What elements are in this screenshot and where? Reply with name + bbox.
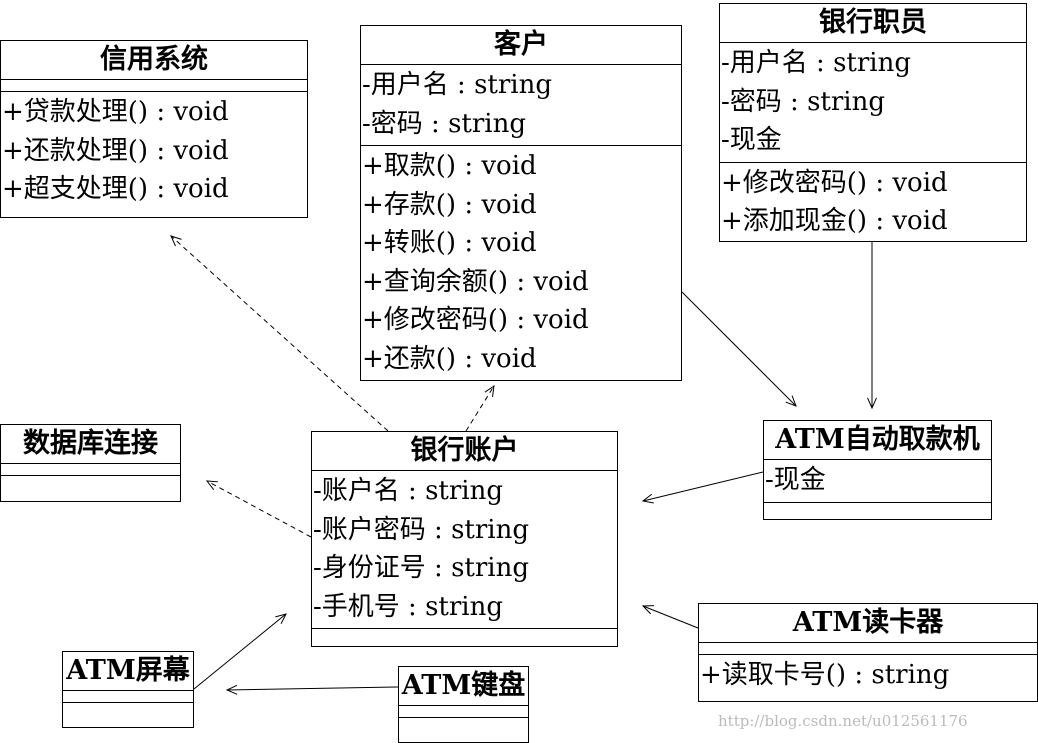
operation: +贷款处理() : void [2, 97, 229, 127]
operation: +添加现金() : void [721, 206, 948, 236]
class-atm-card-reader: ATM读卡器 +读取卡号() : string [698, 603, 1038, 702]
class-name: 银行职员 [720, 4, 1026, 43]
relation-line-atm_card_reader-to-bank_account [642, 605, 699, 629]
arrowhead-atm_machine [867, 397, 877, 410]
attribute: -手机号 : string [313, 591, 503, 622]
class-name: ATM屏幕 [63, 652, 193, 691]
attributes-section: -用户名 : string -密码 : string [361, 65, 681, 146]
operation: +还款() : void [362, 343, 537, 374]
relation-line-bank_account-to-customer [465, 385, 495, 432]
arrowhead-db_connection [205, 480, 219, 491]
watermark: http://blog.csdn.net/u012561176 [718, 712, 968, 730]
class-atm-machine: ATM自动取款机 -现金 [763, 420, 992, 520]
attribute: -身份证号 : string [313, 553, 529, 583]
operation: +存款() : void [362, 189, 537, 220]
operation: +还款处理() : void [2, 135, 229, 166]
operations-section [63, 703, 193, 714]
attribute: -密码 : string [362, 108, 526, 139]
attribute: -账户密码 : string [313, 514, 529, 545]
attributes-section [399, 706, 528, 718]
class-credit-system: 信用系统 +贷款处理() : void +还款处理() : void +超支处理… [0, 40, 308, 218]
attributes-section [1, 464, 180, 476]
operation: +读取卡号() : string [700, 660, 950, 690]
class-name: 信用系统 [1, 41, 307, 80]
class-bank-account: 银行账户 -账户名 : string -账户密码 : string -身份证号 … [311, 431, 618, 647]
arrowhead-atm_screen [225, 684, 238, 695]
relation-line-bank_account-to-credit_system [170, 235, 389, 432]
relation-line-bank_account-to-db_connection [206, 480, 312, 538]
relation-line-atm_machine-to-bank_account [642, 471, 764, 502]
class-bank-clerk: 银行职员 -用户名 : string -密码 : string -现金 +修改密… [719, 3, 1027, 242]
attributes-section: -现金 [764, 460, 991, 503]
operation: +查询余额() : void [362, 266, 589, 297]
relation-line-atm_screen-to-bank_account [193, 613, 287, 690]
class-customer: 客户 -用户名 : string -密码 : string +取款() : vo… [360, 25, 682, 381]
operation: +修改密码() : void [362, 305, 589, 335]
class-name: 银行账户 [312, 432, 617, 471]
arrowhead-atm_machine [785, 395, 797, 407]
attributes-section [699, 643, 1037, 655]
arrowhead-bank_account [641, 493, 654, 504]
attributes-section [63, 691, 193, 703]
class-atm-keyboard: ATM键盘 [398, 666, 529, 743]
attribute: -现金 [721, 125, 782, 155]
operations-section: +取款() : void +存款() : void +转账() : void +… [361, 146, 681, 380]
attribute: -密码 : string [721, 86, 885, 117]
operations-section: +贷款处理() : void +还款处理() : void +超支处理() : … [1, 92, 307, 211]
operations-section [764, 503, 991, 514]
class-name: ATM自动取款机 [764, 421, 991, 460]
operations-section: +读取卡号() : string [699, 655, 1037, 697]
class-name: ATM读卡器 [699, 604, 1037, 643]
operation: +超支处理() : void [2, 174, 229, 204]
operations-section: +修改密码() : void +添加现金() : void [720, 163, 1026, 243]
arrowhead-bank_account [275, 613, 287, 625]
operation: +修改密码() : void [721, 167, 948, 198]
attribute: -账户名 : string [313, 476, 503, 506]
operations-section [1, 476, 180, 487]
class-atm-screen: ATM屏幕 [62, 651, 194, 728]
operations-section [399, 718, 528, 729]
class-name: 数据库连接 [1, 425, 180, 464]
attributes-section: -账户名 : string -账户密码 : string -身份证号 : str… [312, 471, 617, 629]
relation-line-customer-to-atm_machine [681, 291, 797, 407]
arrowhead-customer [484, 384, 495, 397]
attributes-section: -用户名 : string -密码 : string -现金 [720, 43, 1026, 163]
arrowhead-credit_system [170, 235, 182, 247]
attribute: -现金 [765, 465, 826, 495]
attribute: -用户名 : string [721, 48, 911, 78]
class-name: ATM键盘 [399, 667, 528, 706]
operations-section [312, 629, 617, 640]
class-name: 客户 [361, 26, 681, 65]
arrowhead-bank_account [641, 605, 655, 615]
attributes-section [1, 80, 307, 92]
relation-line-atm_keyboard-to-atm_screen [226, 686, 399, 691]
operation: +转账() : void [362, 228, 537, 258]
attribute: -用户名 : string [362, 70, 552, 100]
operation: +取款() : void [362, 151, 537, 181]
class-db-connection: 数据库连接 [0, 424, 181, 502]
